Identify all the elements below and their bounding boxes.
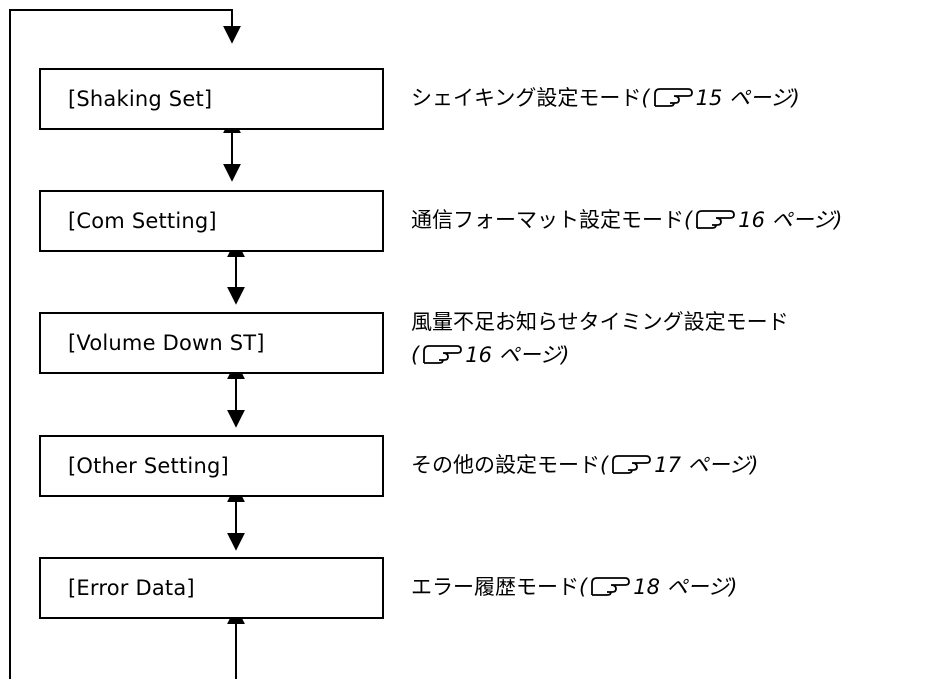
mode-description: 通信フォーマット設定モード(16 ページ) bbox=[411, 204, 842, 237]
ref-page: 17 ページ) bbox=[654, 453, 759, 477]
mode-box-shaking-set: [Shaking Set] bbox=[39, 68, 384, 130]
description-text: エラー履歴モード bbox=[411, 575, 579, 599]
mode-description: 風量不足お知らせタイミング設定モード (16 ページ) bbox=[411, 306, 789, 372]
mode-label: [Shaking Set] bbox=[68, 87, 213, 111]
ref-page: 15 ページ) bbox=[695, 86, 800, 110]
pointing-hand-icon bbox=[591, 577, 631, 596]
ref-page: 18 ページ) bbox=[633, 575, 738, 599]
ref-open: ( bbox=[641, 86, 650, 110]
page-reference: (18 ページ) bbox=[579, 575, 737, 599]
ref-open: ( bbox=[684, 208, 693, 232]
mode-box-other-setting: [Other Setting] bbox=[39, 435, 384, 497]
mode-label: [Other Setting] bbox=[68, 454, 229, 478]
mode-box-error-data: [Error Data] bbox=[39, 557, 384, 619]
ref-page: 16 ページ) bbox=[465, 343, 570, 367]
mode-label: [Error Data] bbox=[68, 576, 195, 600]
page-reference: (16 ページ) bbox=[411, 339, 789, 372]
return-loop-outer bbox=[9, 9, 241, 679]
page-reference: (15 ページ) bbox=[641, 86, 799, 110]
ref-open: ( bbox=[600, 453, 609, 477]
description-text: 通信フォーマット設定モード bbox=[411, 208, 684, 232]
mode-label: [Com Setting] bbox=[68, 209, 217, 233]
mode-description: エラー履歴モード(18 ページ) bbox=[411, 571, 737, 604]
page-reference: (17 ページ) bbox=[600, 453, 758, 477]
mode-description: シェイキング設定モード(15 ページ) bbox=[411, 82, 800, 115]
page-reference: (16 ページ) bbox=[684, 208, 842, 232]
ref-open: ( bbox=[411, 343, 420, 367]
mode-box-com-setting: [Com Setting] bbox=[39, 190, 384, 252]
pointing-hand-icon bbox=[696, 210, 736, 229]
mode-description: その他の設定モード(17 ページ) bbox=[411, 449, 758, 482]
description-text: シェイキング設定モード bbox=[411, 86, 642, 110]
mode-label: [Volume Down ST] bbox=[68, 331, 265, 355]
pointing-hand-icon bbox=[612, 455, 652, 474]
ref-open: ( bbox=[579, 575, 588, 599]
description-text: 風量不足お知らせタイミング設定モード bbox=[411, 310, 789, 334]
mode-box-volume-down-st: [Volume Down ST] bbox=[39, 312, 384, 374]
description-text: その他の設定モード bbox=[411, 453, 600, 477]
pointing-hand-icon bbox=[653, 88, 693, 107]
pointing-hand-icon bbox=[423, 345, 463, 364]
ref-page: 16 ページ) bbox=[738, 208, 843, 232]
